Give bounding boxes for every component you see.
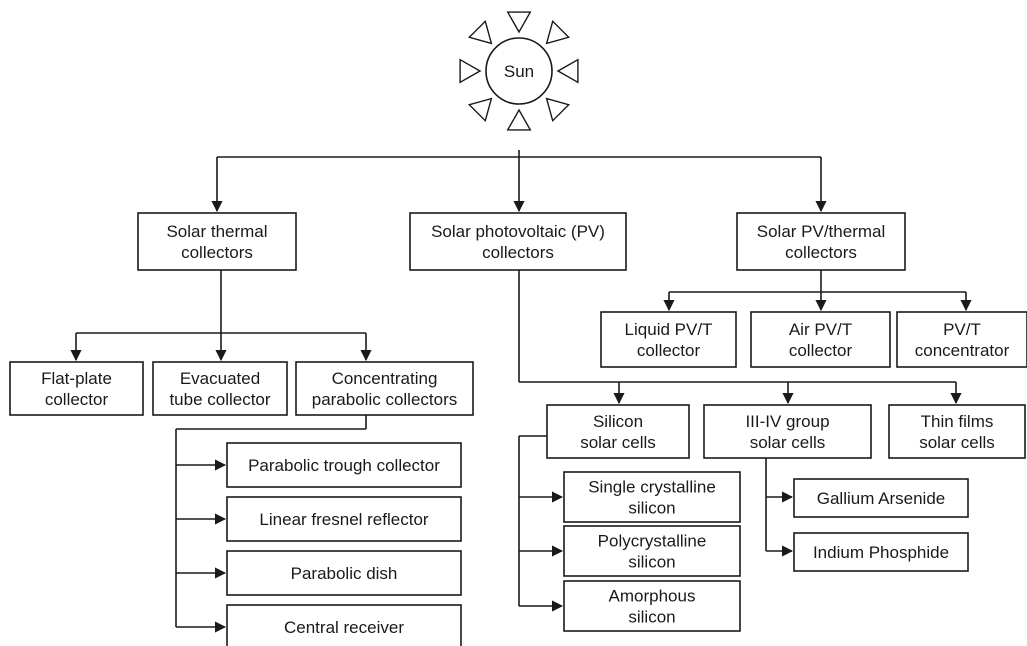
node-label: Parabolic trough collector (248, 456, 440, 475)
node-box (226, 496, 462, 542)
sun-ray (545, 97, 571, 123)
node-label: collectors (181, 243, 253, 262)
node-label: parabolic collectors (312, 390, 458, 409)
node-label: Linear fresnel reflector (259, 510, 428, 529)
sun-label: Sun (504, 62, 534, 81)
node-solar-thermal: Solar thermal collectors (137, 212, 297, 271)
sun-rays (459, 11, 579, 131)
node-label: solar cells (919, 433, 995, 452)
sun-icon: Sun (459, 11, 579, 131)
node-solar-pv: Solar photovoltaic (PV) collectors (409, 212, 627, 271)
node-label: concentrator (915, 341, 1010, 360)
node-box (896, 311, 1027, 368)
node-solar-pvt: Solar PV/thermal collectors (736, 212, 906, 271)
node-flat-plate: Flat-plate collector (9, 361, 144, 416)
node-label: Solar PV/thermal (757, 222, 886, 241)
node-thin-films: Thin films solar cells (888, 404, 1026, 459)
sun-ray (467, 97, 493, 123)
sun-ray (467, 19, 493, 45)
node-indium-phosphide: Indium Phosphide (793, 532, 969, 572)
node-single-crystalline: Single crystalline silicon (563, 471, 741, 523)
sun-ray (545, 19, 571, 45)
node-label: Solar thermal (166, 222, 267, 241)
node-central-receiver: Central receiver (226, 604, 462, 646)
node-label: collector (637, 341, 701, 360)
node-box (736, 212, 906, 271)
node-concentrating: Concentrating parabolic collectors (295, 361, 474, 416)
node-pvt-concentrator: PV/T concentrator (896, 311, 1027, 368)
node-iii-iv: III-IV group solar cells (703, 404, 872, 459)
node-label: solar cells (580, 433, 656, 452)
node-air-pvt: Air PV/T collector (750, 311, 891, 368)
node-box (750, 311, 891, 368)
node-label: collectors (482, 243, 554, 262)
node-box (703, 404, 872, 459)
node-label: PV/T (943, 320, 981, 339)
node-label: collectors (785, 243, 857, 262)
node-box (793, 478, 969, 518)
node-label: collector (45, 390, 109, 409)
node-box (546, 404, 690, 459)
node-box (295, 361, 474, 416)
node-label: Gallium Arsenide (817, 489, 946, 508)
connectors (70, 150, 972, 633)
node-box (793, 532, 969, 572)
node-label: Evacuated (180, 369, 260, 388)
node-linear-fresnel: Linear fresnel reflector (226, 496, 462, 542)
node-label: Liquid PV/T (625, 320, 713, 339)
node-label: Solar photovoltaic (PV) (431, 222, 605, 241)
node-liquid-pvt: Liquid PV/T collector (600, 311, 737, 368)
node-label: Concentrating (332, 369, 438, 388)
node-label: solar cells (750, 433, 826, 452)
node-label: collector (789, 341, 853, 360)
node-silicon: Silicon solar cells (546, 404, 690, 459)
node-label: Polycrystalline (598, 531, 707, 550)
sun-ray (459, 58, 482, 84)
node-box (409, 212, 627, 271)
node-evacuated-tube: Evacuated tube collector (152, 361, 288, 416)
node-label: tube collector (169, 390, 270, 409)
node-polycrystalline: Polycrystalline silicon (563, 525, 741, 577)
node-label: III-IV group (745, 412, 829, 431)
node-box (152, 361, 288, 416)
node-label: Parabolic dish (291, 564, 398, 583)
sun-circle (485, 37, 553, 105)
node-label: Single crystalline (588, 477, 716, 496)
node-box (600, 311, 737, 368)
node-box (226, 550, 462, 596)
node-box (563, 525, 741, 577)
node-label: silicon (628, 552, 675, 571)
node-box (888, 404, 1026, 459)
node-label: Thin films (921, 412, 994, 431)
node-box (9, 361, 144, 416)
node-amorphous: Amorphous silicon (563, 580, 741, 632)
node-box (563, 471, 741, 523)
node-box (137, 212, 297, 271)
node-parabolic-trough: Parabolic trough collector (226, 442, 462, 488)
node-label: Flat-plate (41, 369, 112, 388)
node-label: silicon (628, 607, 675, 626)
node-box (226, 604, 462, 646)
sun-ray (506, 108, 532, 131)
node-label: Indium Phosphide (813, 543, 949, 562)
node-gallium-arsenide: Gallium Arsenide (793, 478, 969, 518)
sun-ray (556, 58, 579, 84)
sun-ray (506, 11, 532, 34)
node-label: Air PV/T (789, 320, 852, 339)
node-label: Central receiver (284, 618, 404, 637)
node-label: silicon (628, 498, 675, 517)
node-label: Amorphous (609, 586, 696, 605)
node-label: Silicon (593, 412, 643, 431)
node-box (563, 580, 741, 632)
node-parabolic-dish: Parabolic dish (226, 550, 462, 596)
node-box (226, 442, 462, 488)
